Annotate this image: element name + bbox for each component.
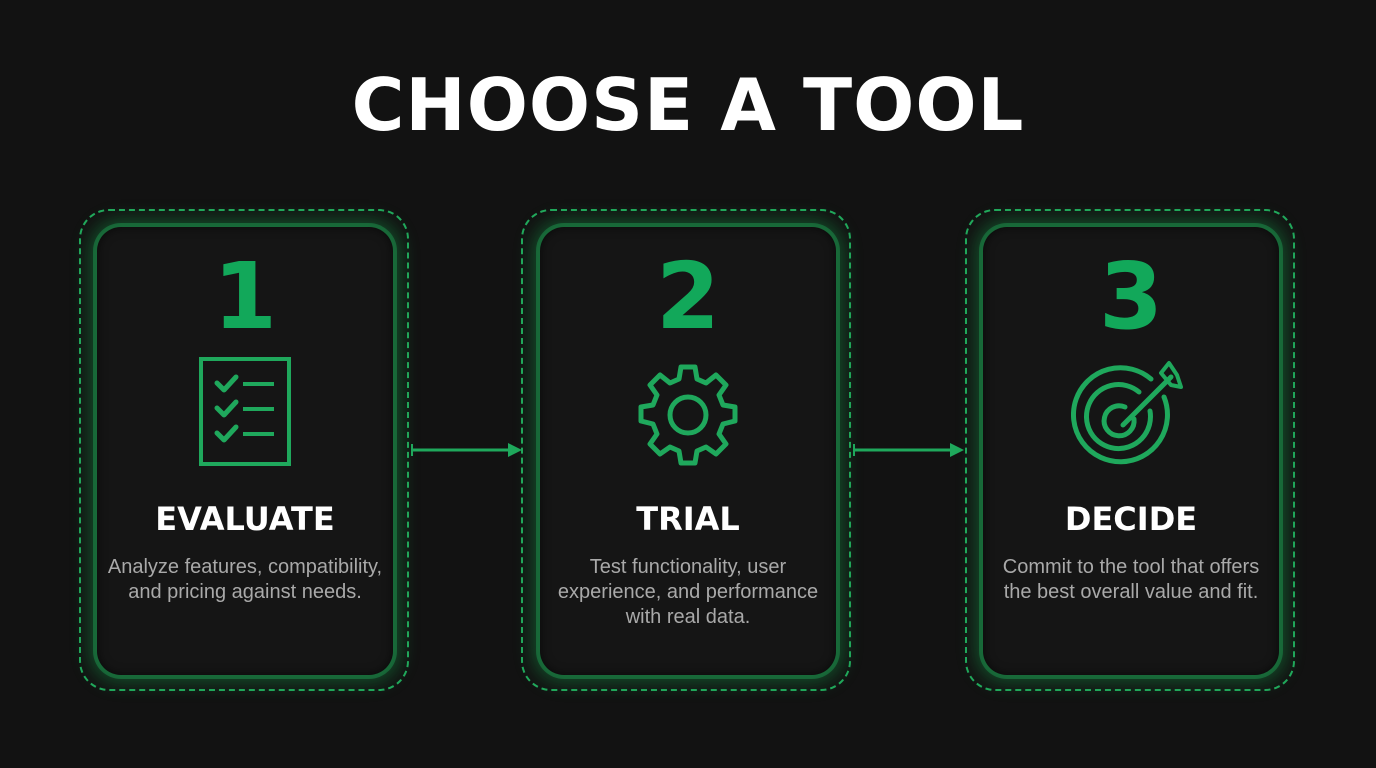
step-1-card: 1 EVALUATE Analyze features, compatibili… xyxy=(97,227,393,675)
step-3-number: 3 xyxy=(1098,243,1163,350)
gear-icon xyxy=(628,357,748,477)
step-2-description: Test functionality, user experience, and… xyxy=(557,556,819,628)
target-icon xyxy=(1070,357,1191,477)
step-3-dashed-frame xyxy=(965,209,1295,691)
step-2-number: 2 xyxy=(655,243,720,350)
step-1-description: Analyze features, compatibility, and pri… xyxy=(107,556,383,603)
step-3-description: Commit to the tool that offers the best … xyxy=(1002,556,1260,603)
step-2-card: 2 TRIAL Test functionality, user experie… xyxy=(540,227,836,675)
arrow-right-icon xyxy=(411,443,522,457)
step-1-title: EVALUATE xyxy=(155,500,335,538)
step-3-title: DECIDE xyxy=(1064,500,1198,538)
arrow-right-icon xyxy=(853,443,964,457)
checklist-icon xyxy=(185,357,305,477)
page-title: CHOOSE A TOOL xyxy=(351,63,1025,147)
step-2-dashed-frame xyxy=(521,209,851,691)
step-1-dashed-frame xyxy=(79,209,409,691)
step-1-number: 1 xyxy=(212,243,277,350)
step-3-card: 3 DECIDE Commit to the tool that offers … xyxy=(983,227,1279,675)
step-2-title: TRIAL xyxy=(636,500,740,538)
